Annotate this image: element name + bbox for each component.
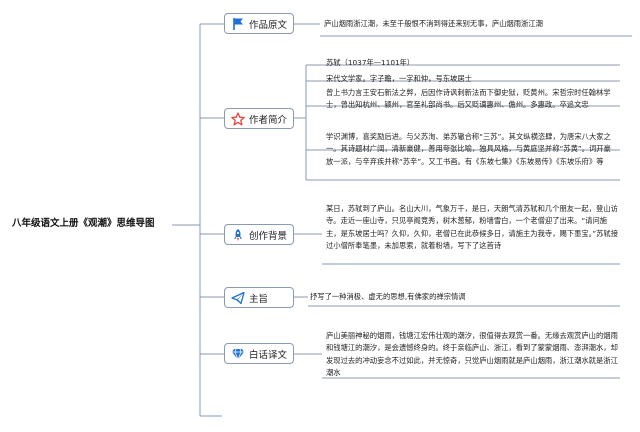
leaf-original-text: 庐山烟雨浙江潮，未至千般恨不消到得还来别无事，庐山烟雨浙江潮 bbox=[324, 19, 543, 28]
star-icon bbox=[231, 111, 245, 126]
rocket-icon bbox=[231, 228, 245, 242]
leaf-translation: 庐山美丽神秘的烟雨，钱塘江宏伟壮观的潮汐，很值得去观赏一番。无缘去观赏庐山的烟雨… bbox=[326, 331, 618, 378]
branch-label: 作品原文 bbox=[249, 19, 288, 31]
diamond-icon bbox=[231, 347, 245, 361]
branch-label: 主旨 bbox=[249, 293, 269, 305]
root-title: 八年级语文上册《观潮》思维导图 bbox=[12, 218, 155, 229]
leaf-background: 某日，苏轼到了庐山。名山大川，气象万千，是日，天朗气清苏轼和几个朋友一起，登山访… bbox=[326, 204, 619, 251]
branch-node-original-text[interactable]: 作品原文 bbox=[224, 13, 294, 34]
branch-node-translation[interactable]: 白话译文 bbox=[224, 343, 294, 364]
branch-node-author[interactable]: 作者简介 bbox=[224, 108, 294, 129]
leaf-theme: 抒写了一种消极、虚无的思想,有佛家的禅宗情调 bbox=[310, 292, 466, 301]
leaf-author-career: 曾上书力言王安石新法之弊，后因作诗讽刺新法而下御史狱，贬黄州。宋哲宗时任翰林学士… bbox=[326, 88, 611, 110]
branch-label: 创作背景 bbox=[249, 230, 288, 242]
leaf-author-identity: 宋代文学家。字子瞻，一字和仲，号东坡居士 bbox=[326, 74, 472, 83]
branch-label: 白话译文 bbox=[249, 349, 288, 361]
leaf-author-years: 苏轼（1037年—1101年） bbox=[326, 58, 415, 67]
branch-node-theme[interactable]: 主旨 bbox=[224, 287, 294, 308]
leaf-author-works: 学识渊博，喜奖励后进。与父苏洵、弟苏辙合称“三苏”。其文纵横恣肆，为唐宋八大家之… bbox=[326, 132, 611, 166]
branch-node-background[interactable]: 创作背景 bbox=[224, 224, 294, 245]
branch-label: 作者简介 bbox=[249, 114, 288, 126]
flag-icon bbox=[231, 17, 245, 31]
paper-plane-icon bbox=[231, 291, 245, 305]
